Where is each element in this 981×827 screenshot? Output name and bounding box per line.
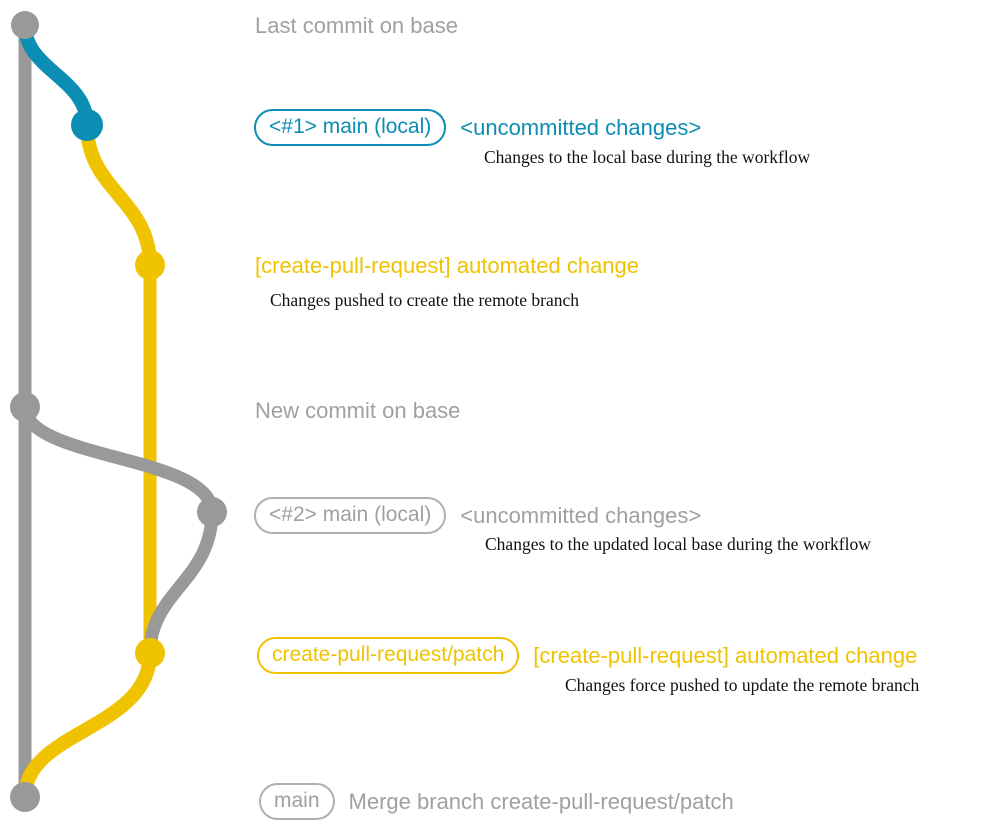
- patch-merge-line: [143, 505, 219, 660]
- row-automated-change-create: [create-pull-request] automated change: [255, 254, 639, 277]
- local-branch-line: [18, 18, 94, 132]
- row-automated-change-update: create-pull-request/patch [create-pull-r…: [257, 637, 918, 675]
- commit-node-merge[interactable]: [10, 782, 40, 812]
- description-local-main-2: Changes to the updated local base during…: [485, 534, 871, 554]
- badge-local-main-2[interactable]: <#2> main (local): [254, 497, 447, 535]
- headline-uncommitted-changes-2: <uncommitted changes>: [460, 502, 702, 528]
- badge-local-main-1[interactable]: <#1> main (local): [254, 109, 447, 147]
- label-new-commit-on-base: New commit on base: [255, 398, 461, 423]
- row-merge-commit: main Merge branch create-pull-request/pa…: [259, 783, 734, 821]
- description-automated-change-create: Changes pushed to create the remote bran…: [270, 290, 580, 310]
- badge-main[interactable]: main: [259, 783, 335, 821]
- row-local-main-1: <#1> main (local) <uncommitted changes>: [254, 109, 702, 147]
- commit-node-base-new[interactable]: [10, 392, 40, 422]
- merge-back-line: [18, 646, 157, 804]
- commit-node-base-top[interactable]: [11, 11, 39, 39]
- headline-automated-change-update: [create-pull-request] automated change: [533, 642, 918, 668]
- description-local-main-1: Changes to the local base during the wor…: [484, 147, 811, 167]
- description-automated-change-update: Changes force pushed to update the remot…: [565, 675, 920, 695]
- commit-node-patch-2[interactable]: [135, 638, 165, 668]
- commit-node-patch-1[interactable]: [135, 250, 165, 280]
- headline-merge-branch: Merge branch create-pull-request/patch: [348, 788, 734, 814]
- badge-create-pull-request-patch[interactable]: create-pull-request/patch: [257, 637, 520, 675]
- commit-node-local-1[interactable]: [71, 109, 103, 141]
- headline-uncommitted-changes-1: <uncommitted changes>: [460, 114, 702, 140]
- label-last-commit-on-base: Last commit on base: [255, 13, 458, 38]
- patch-branch-line-1: [80, 118, 157, 272]
- row-local-main-2: <#2> main (local) <uncommitted changes>: [254, 497, 702, 535]
- headline-automated-change-create: [create-pull-request] automated change: [255, 253, 640, 278]
- commit-node-local-2[interactable]: [197, 497, 227, 527]
- local-branch-line-2: [18, 400, 219, 519]
